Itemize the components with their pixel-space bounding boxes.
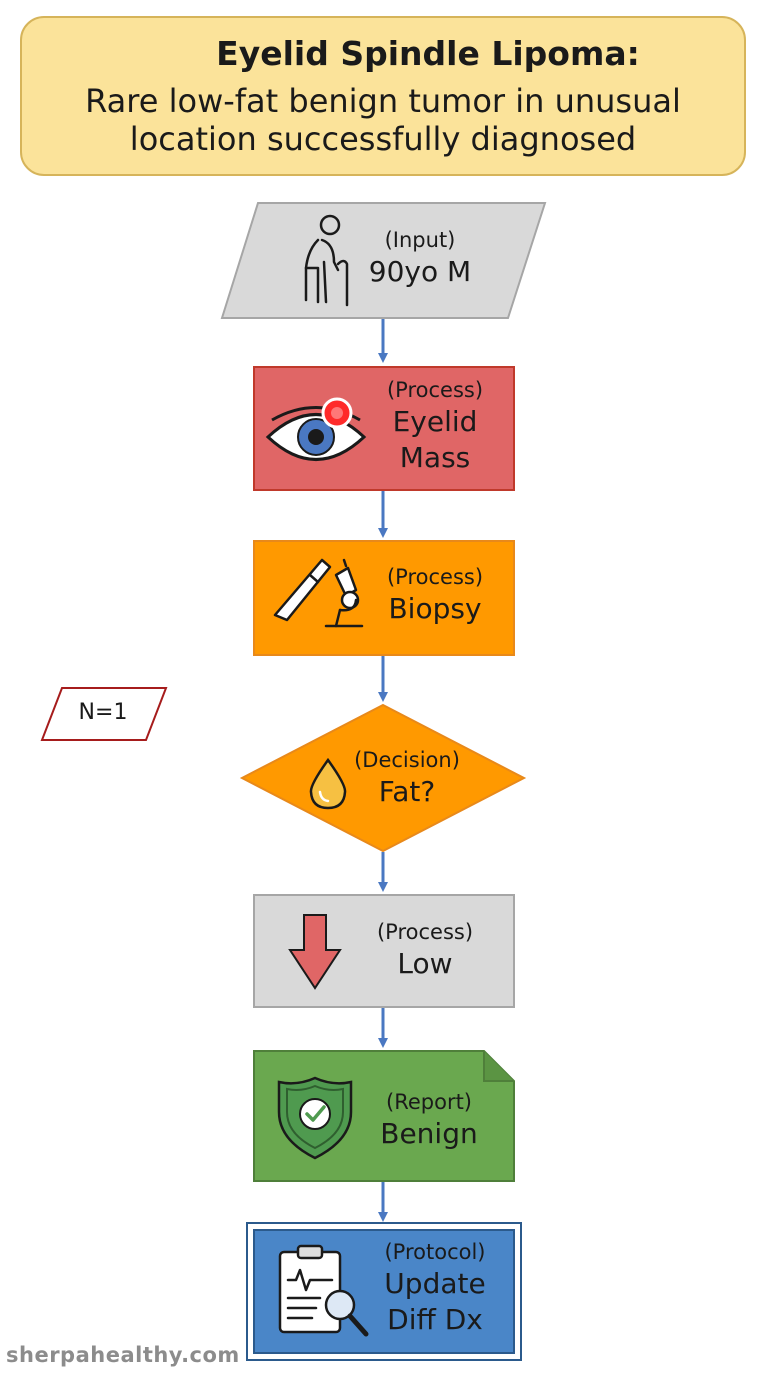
shield-check-icon	[277, 1076, 353, 1160]
fat-decision-node-label: Fat?	[378, 775, 436, 808]
title-subtitle-line2: location successfully diagnosed	[129, 120, 637, 158]
eyelid-mass-node-text: (Process) Eyelid Mass	[370, 376, 500, 476]
input-node-label: 90yo M	[368, 255, 472, 288]
low-node-label: Low	[397, 947, 453, 980]
low-node-tag: (Process)	[376, 920, 474, 944]
scalpel-microscope-icon	[273, 558, 364, 628]
input-node-text: (Input) 90yo M	[355, 226, 485, 290]
biopsy-node-label: Biopsy	[388, 592, 482, 625]
title-subtitle: Rare low-fat benign tumor in unusual loc…	[42, 82, 724, 158]
eyelid-mass-node-tag: (Process)	[386, 378, 484, 402]
title-heading: Eyelid Spindle Lipoma:	[216, 34, 640, 73]
clipboard-search-icon	[278, 1244, 369, 1337]
benign-node-fold	[483, 1051, 514, 1082]
benign-node-label: Benign	[380, 1117, 478, 1150]
title-subtitle-line1: Rare low-fat benign tumor in unusual	[85, 82, 681, 120]
biopsy-node-text: (Process) Biopsy	[370, 563, 500, 627]
protocol-node-text: (Protocol) Update Diff Dx	[370, 1238, 500, 1338]
protocol-node-tag: (Protocol)	[384, 1240, 486, 1264]
watermark: sherpahealthy.com	[6, 1343, 240, 1367]
fat-drop-icon	[309, 757, 347, 810]
title-box: Eyelid Spindle Lipoma: Rare low-fat beni…	[20, 16, 746, 176]
eye-with-mass-icon	[265, 397, 367, 461]
down-arrow-icon	[288, 914, 342, 990]
fat-decision-node-shape	[239, 703, 527, 853]
sample-size-shape	[40, 687, 168, 741]
sample-size-label: N=1	[78, 700, 128, 725]
input-node-shape	[220, 202, 547, 319]
protocol-node-label-line1: Update	[384, 1267, 486, 1300]
benign-node-text: (Report) Benign	[364, 1088, 494, 1152]
biopsy-node-tag: (Process)	[386, 565, 484, 589]
fat-decision-node-text: (Decision) Fat?	[342, 746, 472, 810]
low-node-text: (Process) Low	[360, 918, 490, 982]
protocol-node-label-line2: Diff Dx	[387, 1303, 483, 1336]
eyelid-mass-node-label-line2: Mass	[399, 441, 471, 474]
input-node-tag: (Input)	[384, 228, 456, 252]
benign-node-tag: (Report)	[386, 1090, 472, 1114]
elderly-man-icon	[304, 214, 349, 307]
fat-decision-node-tag: (Decision)	[354, 748, 460, 772]
eyelid-mass-node-label-line1: Eyelid	[392, 405, 478, 438]
